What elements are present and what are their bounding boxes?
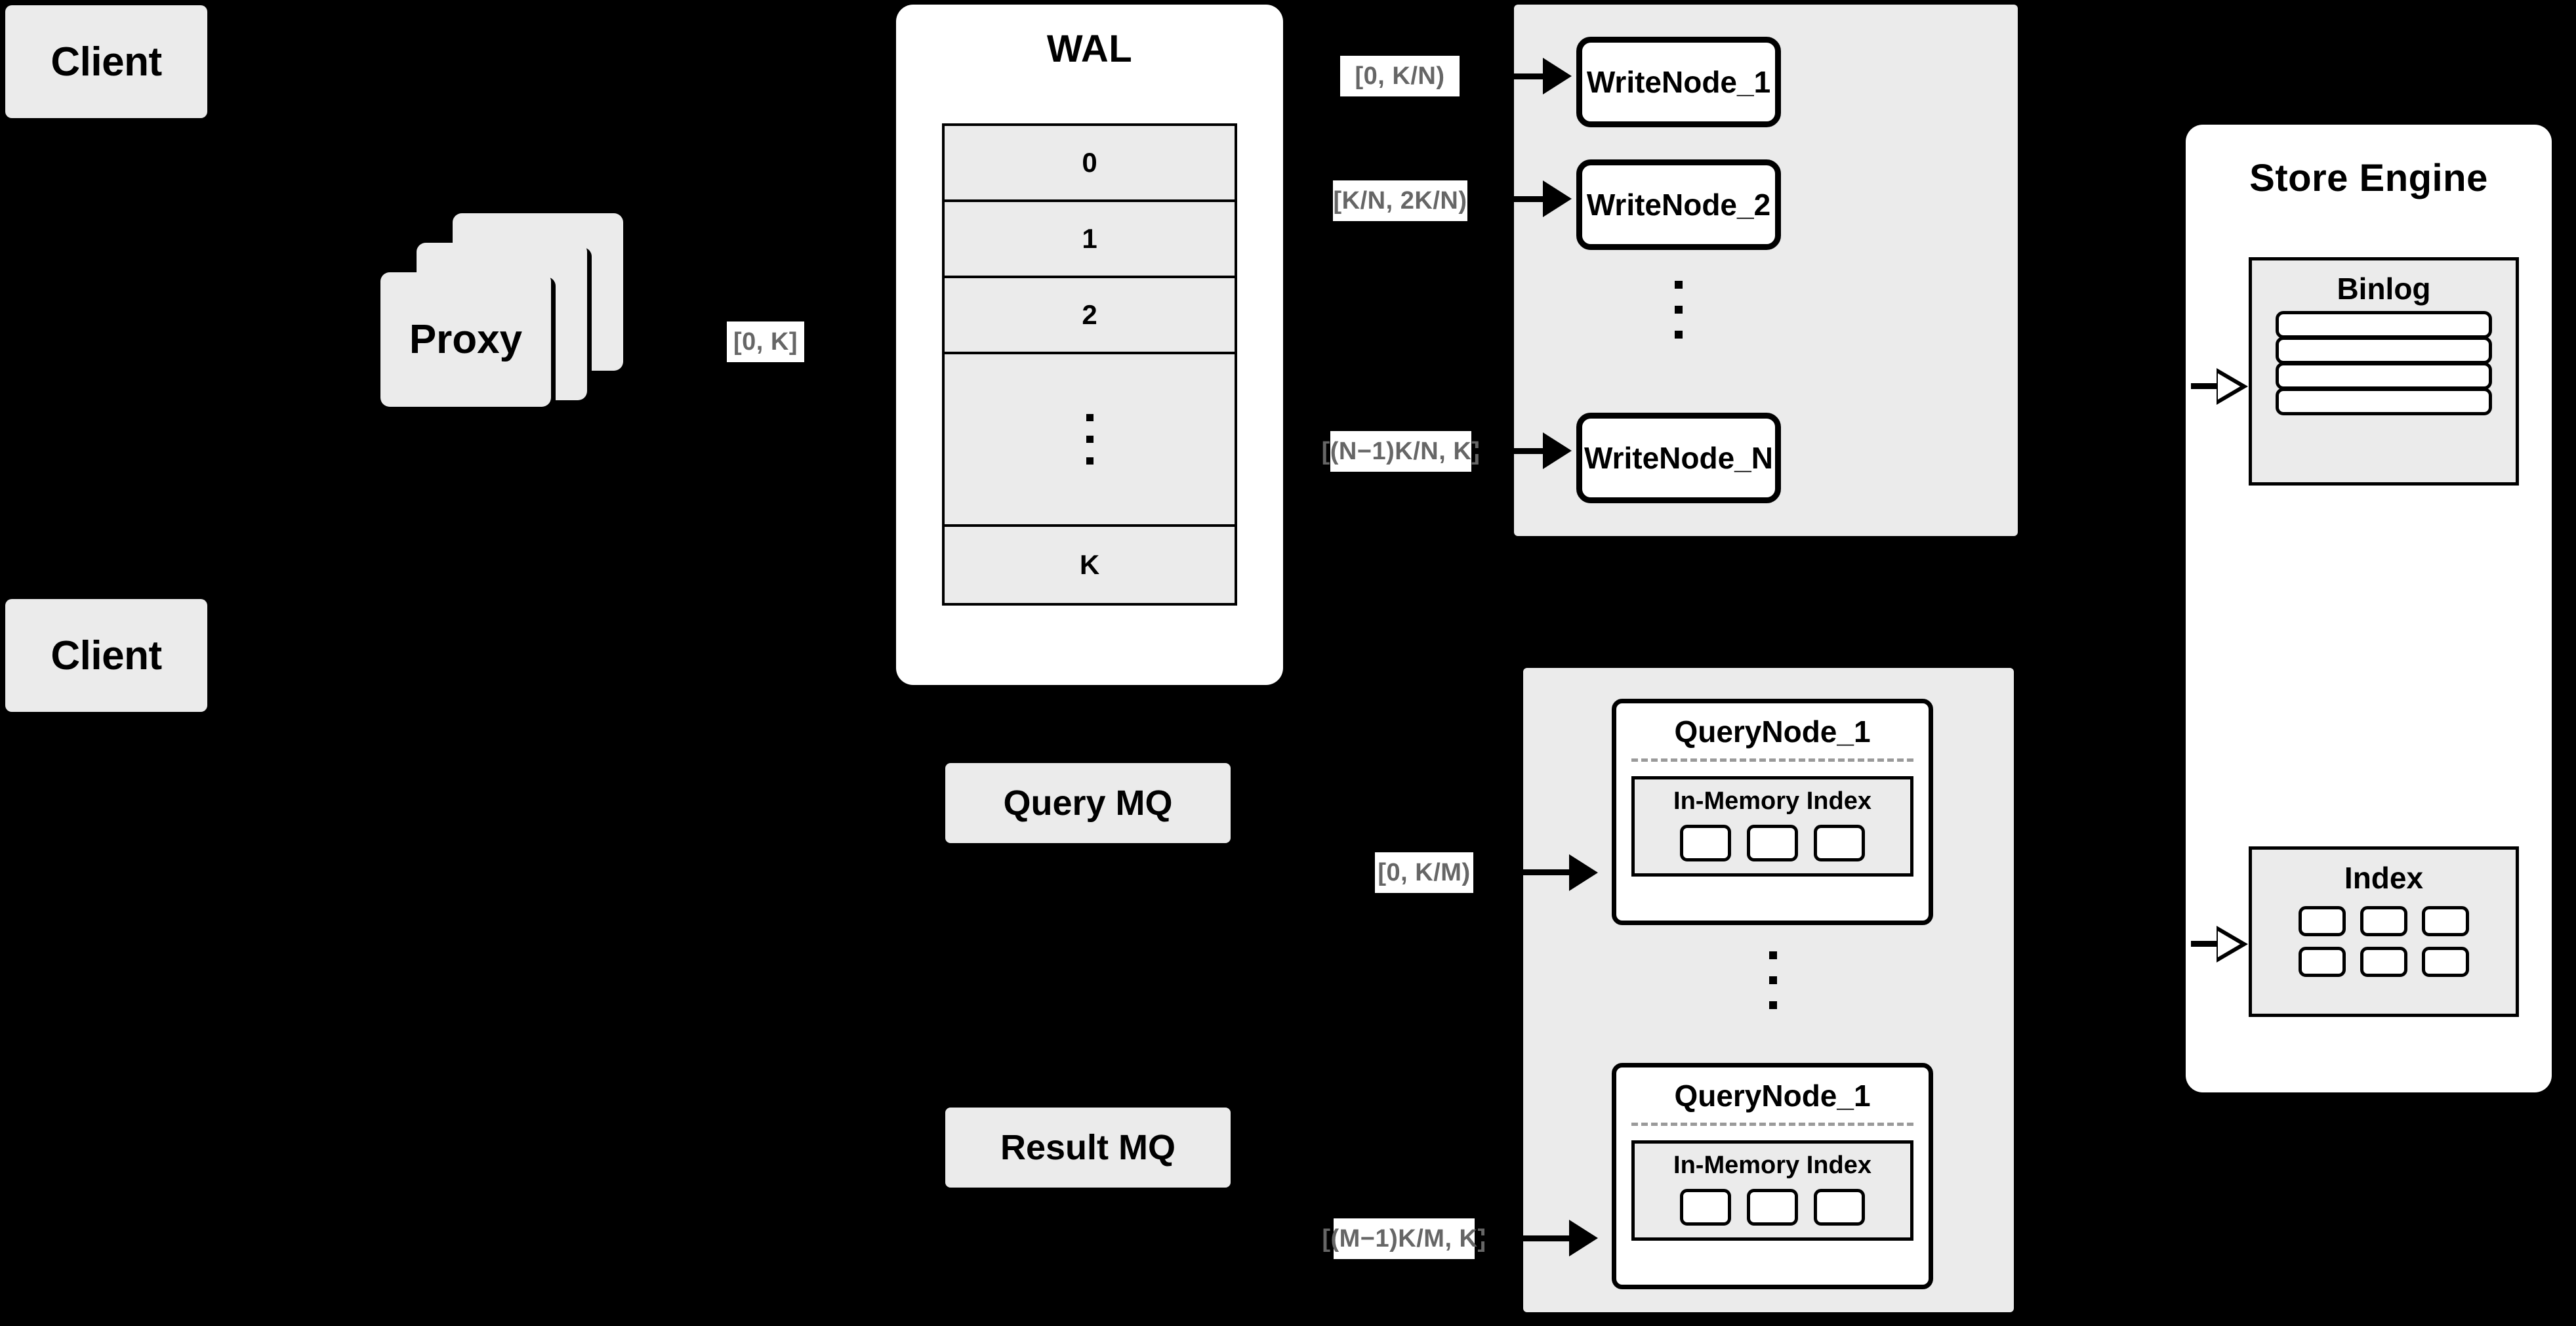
- arrow-head-to-query-node-2: [1569, 1220, 1598, 1256]
- vertical-dot-icon: [1086, 414, 1094, 421]
- index-cell: [2360, 947, 2407, 977]
- write-node-1-range-tag: [0, K/N): [1340, 56, 1460, 96]
- arrow-line-to-query-node-2: [1475, 1235, 1586, 1241]
- proxy-stack[interactable]: Proxy: [380, 213, 689, 430]
- binlog-title: Binlog: [2337, 272, 2431, 306]
- wal-table: 0 1 2 K: [942, 123, 1237, 606]
- in-memory-index-2: In-Memory Index: [1631, 1140, 1913, 1241]
- query-node-2-range-tag: [(M−1)K/M, K]: [1322, 1218, 1486, 1259]
- in-memory-index-title: In-Memory Index: [1673, 1151, 1871, 1179]
- in-memory-index-title: In-Memory Index: [1673, 787, 1871, 815]
- index-cell: [1680, 1189, 1731, 1226]
- store-engine-title: Store Engine: [2249, 157, 2488, 199]
- arrow-head-hollow-to-binlog: [2217, 368, 2248, 405]
- arrow-line-to-write-node-n: [1471, 448, 1560, 454]
- write-node-2[interactable]: WriteNode_2: [1576, 159, 1781, 250]
- write-node-label: WriteNode_1: [1586, 65, 1771, 99]
- vertical-dot-icon: [1675, 331, 1683, 339]
- query-node-separator: [1631, 758, 1913, 762]
- client-label: Client: [51, 632, 162, 678]
- client-box-top[interactable]: Client: [5, 5, 207, 118]
- in-memory-index-cells: [1680, 825, 1865, 861]
- arrow-head-to-write-node-1: [1543, 58, 1572, 94]
- wal-row: 1: [945, 202, 1235, 278]
- index-cell: [1747, 825, 1798, 861]
- query-node-title: QueryNode_1: [1674, 1079, 1871, 1113]
- index-box: Index: [2249, 846, 2519, 1017]
- index-cell: [1814, 825, 1865, 861]
- index-cell: [2299, 947, 2346, 977]
- query-node-2[interactable]: QueryNode_1 In-Memory Index: [1612, 1063, 1933, 1289]
- proxy-label: Proxy: [409, 317, 523, 362]
- wal-title: WAL: [1046, 28, 1133, 70]
- wal-panel: WAL 0 1 2 K: [896, 5, 1283, 685]
- in-memory-index-cells: [1680, 1189, 1865, 1226]
- index-cell: [2422, 906, 2469, 936]
- write-cluster-ellipsis: [1675, 281, 1683, 339]
- index-title: Index: [2344, 861, 2424, 895]
- query-cluster-ellipsis: [1769, 951, 1777, 1009]
- query-mq-box[interactable]: Query MQ: [945, 763, 1231, 843]
- vertical-dot-icon: [1769, 951, 1777, 959]
- query-mq-label: Query MQ: [1003, 783, 1173, 823]
- result-mq-box[interactable]: Result MQ: [945, 1108, 1231, 1188]
- index-cell: [2299, 906, 2346, 936]
- wal-row: K: [1079, 549, 1100, 580]
- query-node-title: QueryNode_1: [1674, 715, 1871, 749]
- index-cell: [1680, 825, 1731, 861]
- index-cell: [1747, 1189, 1798, 1226]
- arrow-line-to-write-node-2: [1468, 196, 1560, 202]
- vertical-dot-icon: [1675, 281, 1683, 289]
- vertical-dot-icon: [1086, 457, 1094, 465]
- binlog-rows: [2276, 311, 2492, 415]
- index-grid: [2299, 906, 2469, 977]
- binlog-row: [2276, 337, 2492, 364]
- in-memory-index-1: In-Memory Index: [1631, 776, 1913, 877]
- index-cell: [2422, 947, 2469, 977]
- proxy-card-front: [380, 272, 551, 407]
- arrow-line-to-write-node-1: [1462, 73, 1560, 79]
- vertical-dot-icon: [1086, 436, 1094, 443]
- client-label: Client: [51, 39, 162, 85]
- binlog-row: [2276, 388, 2492, 415]
- write-node-1[interactable]: WriteNode_1: [1576, 37, 1781, 127]
- arrow-line-to-binlog: [2191, 383, 2218, 389]
- write-node-n[interactable]: WriteNode_N: [1576, 413, 1781, 503]
- proxy-range-tag: [0, K]: [727, 321, 804, 362]
- write-node-n-range-tag: [(N−1)K/N, K]: [1322, 431, 1480, 472]
- query-node-separator: [1631, 1123, 1913, 1126]
- write-node-2-range-tag: [K/N, 2K/N): [1333, 180, 1467, 221]
- wal-row-ellipsis: [945, 354, 1235, 527]
- client-box-bottom[interactable]: Client: [5, 599, 207, 712]
- index-cell: [1814, 1189, 1865, 1226]
- index-cell: [2360, 906, 2407, 936]
- binlog-row: [2276, 362, 2492, 390]
- vertical-dot-icon: [1769, 976, 1777, 984]
- write-node-label: WriteNode_2: [1586, 188, 1771, 222]
- arrow-line-to-index: [2191, 941, 2218, 947]
- wal-row: 0: [945, 126, 1235, 202]
- arrow-head-to-write-node-2: [1543, 180, 1572, 217]
- query-node-1[interactable]: QueryNode_1 In-Memory Index: [1612, 699, 1933, 925]
- arrow-head-to-query-node-1: [1569, 854, 1598, 891]
- arrow-head-to-write-node-n: [1543, 432, 1572, 469]
- binlog-row: [2276, 311, 2492, 339]
- wal-row: 2: [945, 278, 1235, 354]
- vertical-dot-icon: [1769, 1001, 1777, 1009]
- arrow-line-to-query-node-1: [1475, 869, 1586, 875]
- result-mq-label: Result MQ: [1000, 1128, 1176, 1167]
- write-node-label: WriteNode_N: [1584, 441, 1773, 475]
- query-node-1-range-tag: [0, K/M): [1375, 852, 1473, 893]
- binlog-box: Binlog: [2249, 257, 2519, 486]
- vertical-dot-icon: [1675, 306, 1683, 314]
- arrow-head-hollow-to-index: [2217, 926, 2248, 963]
